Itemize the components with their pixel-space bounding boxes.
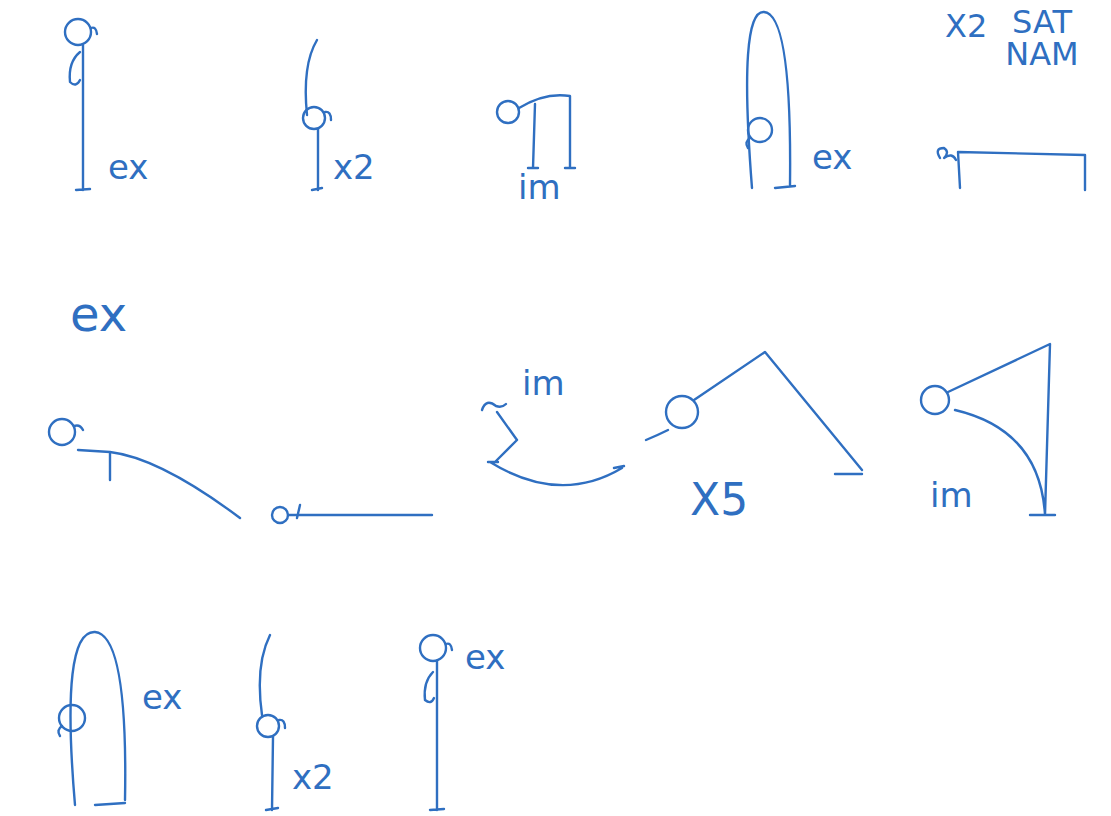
step-note: im: [930, 478, 973, 512]
neck: [646, 430, 668, 440]
step-note: ex: [812, 140, 852, 174]
step-note: X5: [690, 478, 748, 522]
head: [49, 419, 75, 445]
standing-figure: [420, 635, 452, 810]
body: [312, 129, 322, 190]
nose: [91, 28, 97, 34]
body: [71, 632, 126, 805]
arms-up-figure: [257, 635, 285, 810]
step-note: im: [518, 170, 561, 204]
standing-figure: [65, 19, 97, 190]
head: [420, 635, 446, 661]
plank-figure: [938, 148, 1085, 190]
step-note: ex: [108, 150, 148, 184]
body: [747, 12, 795, 188]
forward-fold-figure: [746, 12, 795, 188]
arm: [425, 672, 434, 702]
head: [497, 101, 519, 123]
arms: [306, 40, 317, 115]
cobra-figure: [482, 403, 624, 485]
step-note: SAT NAM: [1000, 6, 1084, 70]
head: [272, 507, 288, 523]
head: [59, 705, 85, 731]
head: [938, 148, 956, 160]
nose: [58, 726, 62, 736]
head: [65, 19, 91, 45]
head: [921, 386, 949, 414]
head: [303, 107, 325, 129]
body: [288, 505, 432, 518]
body: [430, 661, 444, 810]
head: [748, 118, 772, 142]
nose: [279, 720, 285, 728]
body: [266, 737, 278, 810]
step-note: X2: [945, 10, 987, 42]
nose: [325, 112, 331, 120]
head: [482, 403, 506, 410]
step-note: im: [522, 366, 565, 400]
step-note: x2: [333, 150, 375, 184]
forward-fold-figure: [58, 632, 125, 805]
step-note: x2: [292, 760, 334, 794]
lying-figure: [272, 505, 432, 523]
nose: [746, 138, 750, 148]
body: [958, 152, 1085, 190]
body: [694, 352, 862, 474]
arms-up-figure: [303, 40, 331, 190]
lunge-figure: [921, 344, 1055, 515]
head: [257, 715, 279, 737]
arm: [70, 52, 80, 85]
down-dog-figure: [646, 352, 862, 474]
step-note: ex: [70, 290, 127, 338]
body: [78, 450, 240, 518]
nose: [74, 426, 83, 431]
step-note: ex: [465, 640, 505, 674]
step-note: ex: [142, 680, 182, 714]
body: [519, 95, 575, 168]
body: [488, 412, 624, 485]
nose: [446, 644, 452, 650]
arms: [260, 635, 270, 715]
lowering-figure: [49, 419, 240, 518]
half-bend-figure: [497, 95, 575, 168]
body: [76, 45, 90, 190]
